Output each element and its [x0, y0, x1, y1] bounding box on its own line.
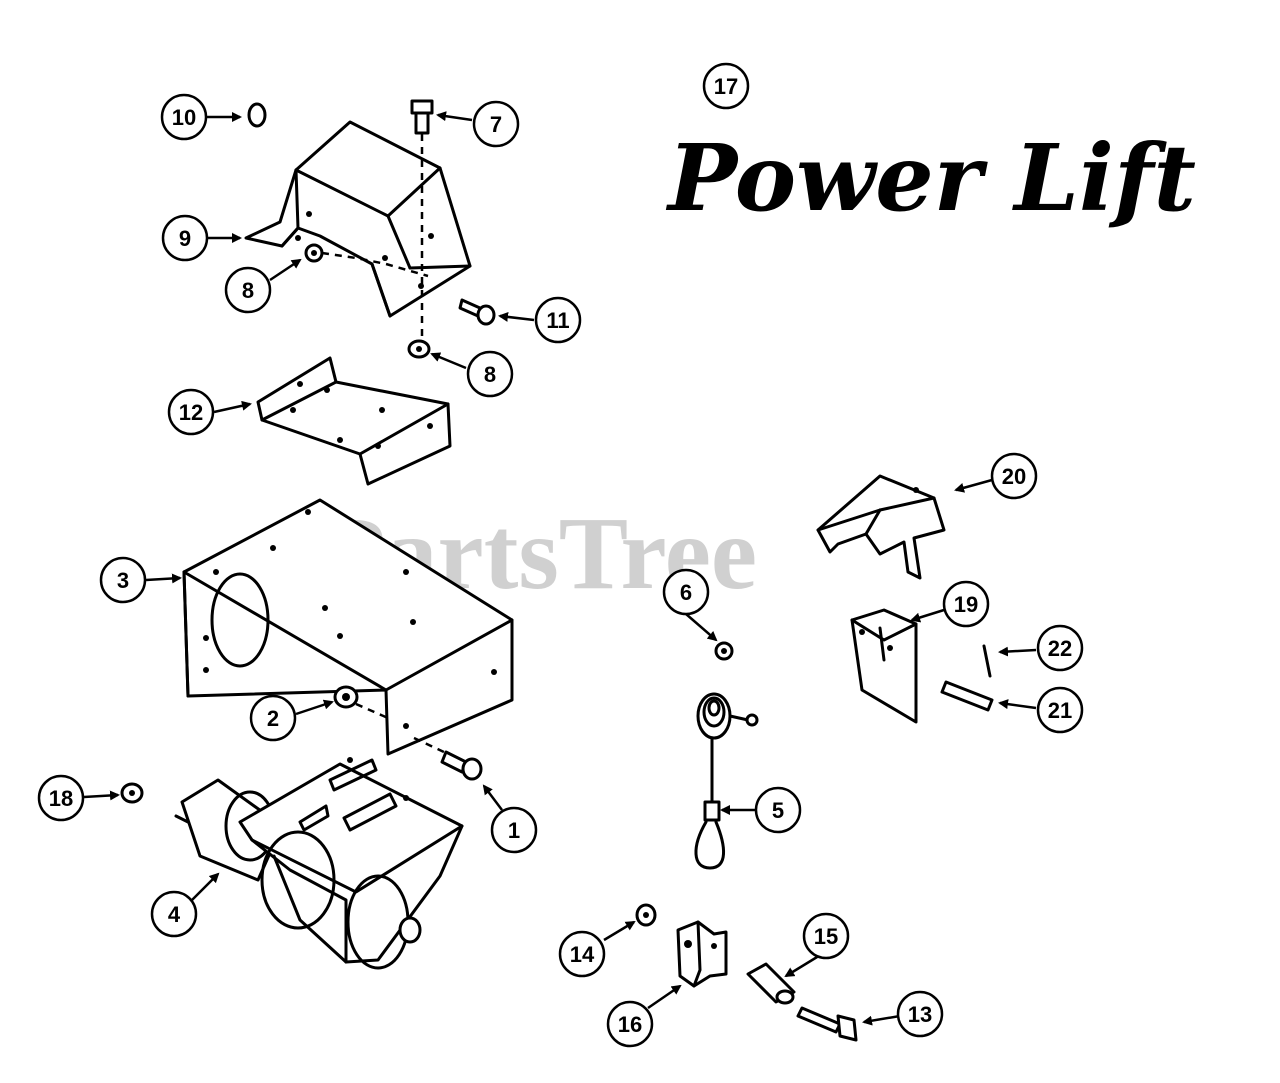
callout-4-label: 4 [168, 902, 181, 927]
part-10-o-ring [247, 102, 267, 128]
callout-6: 6 [662, 568, 710, 616]
callout-1-label: 1 [508, 818, 520, 843]
callout-5: 5 [754, 786, 802, 834]
callout-10-label: 10 [172, 105, 196, 130]
part-16-clevis [676, 920, 728, 988]
callout-16-label: 16 [618, 1012, 642, 1037]
callout-20: 20 [990, 452, 1038, 500]
part-19-latch-plate [850, 608, 918, 724]
part-3-main-housing [182, 498, 514, 756]
part-5-spring-cable [694, 692, 759, 870]
part-6-nut [714, 641, 734, 661]
part-14-nut [635, 903, 657, 927]
part-21-pin [940, 680, 994, 712]
part-22-cotter-pin [982, 644, 992, 678]
callout-22: 22 [1036, 624, 1084, 672]
part-15-spacer-sleeve [746, 962, 796, 1005]
callout-17: 17 [702, 62, 750, 110]
part-13-bolt [796, 1006, 858, 1042]
callout-1: 1 [490, 806, 538, 854]
callout-15-label: 15 [814, 924, 838, 949]
callout-11: 11 [534, 296, 582, 344]
part-12-plate-bracket [256, 356, 452, 486]
part-7-bolt [410, 99, 434, 135]
assembly-dashed-lines [321, 134, 445, 754]
part-18-nut [120, 782, 144, 804]
callout-9-label: 9 [179, 226, 191, 251]
callout-14-label: 14 [570, 942, 595, 967]
part-20-latch-bracket [816, 474, 946, 580]
callout-2-label: 2 [267, 706, 279, 731]
callout-14: 14 [558, 930, 606, 978]
callout-22-label: 22 [1048, 636, 1072, 661]
callout-8-upper-label: 8 [242, 278, 254, 303]
callout-18-label: 18 [49, 786, 73, 811]
callout-13-label: 13 [908, 1002, 932, 1027]
callout-17-label: 17 [714, 74, 738, 99]
callout-7: 7 [472, 100, 520, 148]
callout-5-label: 5 [772, 798, 784, 823]
leader-lines [83, 111, 1037, 1026]
callout-9: 9 [161, 214, 209, 262]
diagram-title: Power Lift [665, 124, 1196, 232]
part-9-upper-bracket [244, 120, 472, 318]
callout-2: 2 [249, 694, 297, 742]
callout-19-label: 19 [954, 592, 978, 617]
callout-18: 18 [37, 774, 85, 822]
part-1-bolt [440, 750, 483, 781]
callout-11-label: 11 [546, 308, 569, 333]
callout-13: 13 [896, 990, 944, 1038]
callout-3-label: 3 [117, 568, 129, 593]
callout-7-label: 7 [490, 112, 502, 137]
callout-10: 10 [160, 93, 208, 141]
callout-12-label: 12 [179, 400, 203, 425]
part-8-nut-lower [407, 339, 431, 359]
callout-12: 12 [167, 388, 215, 436]
callout-19: 19 [942, 580, 990, 628]
part-2-nut [333, 685, 359, 709]
callout-20-label: 20 [1002, 464, 1026, 489]
callout-3: 3 [99, 556, 147, 604]
callout-16: 16 [606, 1000, 654, 1048]
callout-4: 4 [150, 890, 198, 938]
callout-8-lower: 8 [466, 350, 514, 398]
part-11-bolt [458, 298, 496, 326]
callout-21-label: 21 [1048, 698, 1072, 723]
callout-8-upper: 8 [224, 266, 272, 314]
callout-15: 15 [802, 912, 850, 960]
callout-6-label: 6 [680, 580, 692, 605]
part-4-motor-assembly [174, 757, 464, 970]
callout-21: 21 [1036, 686, 1084, 734]
callout-8-lower-label: 8 [484, 362, 496, 387]
part-8-nut-upper [304, 243, 324, 263]
